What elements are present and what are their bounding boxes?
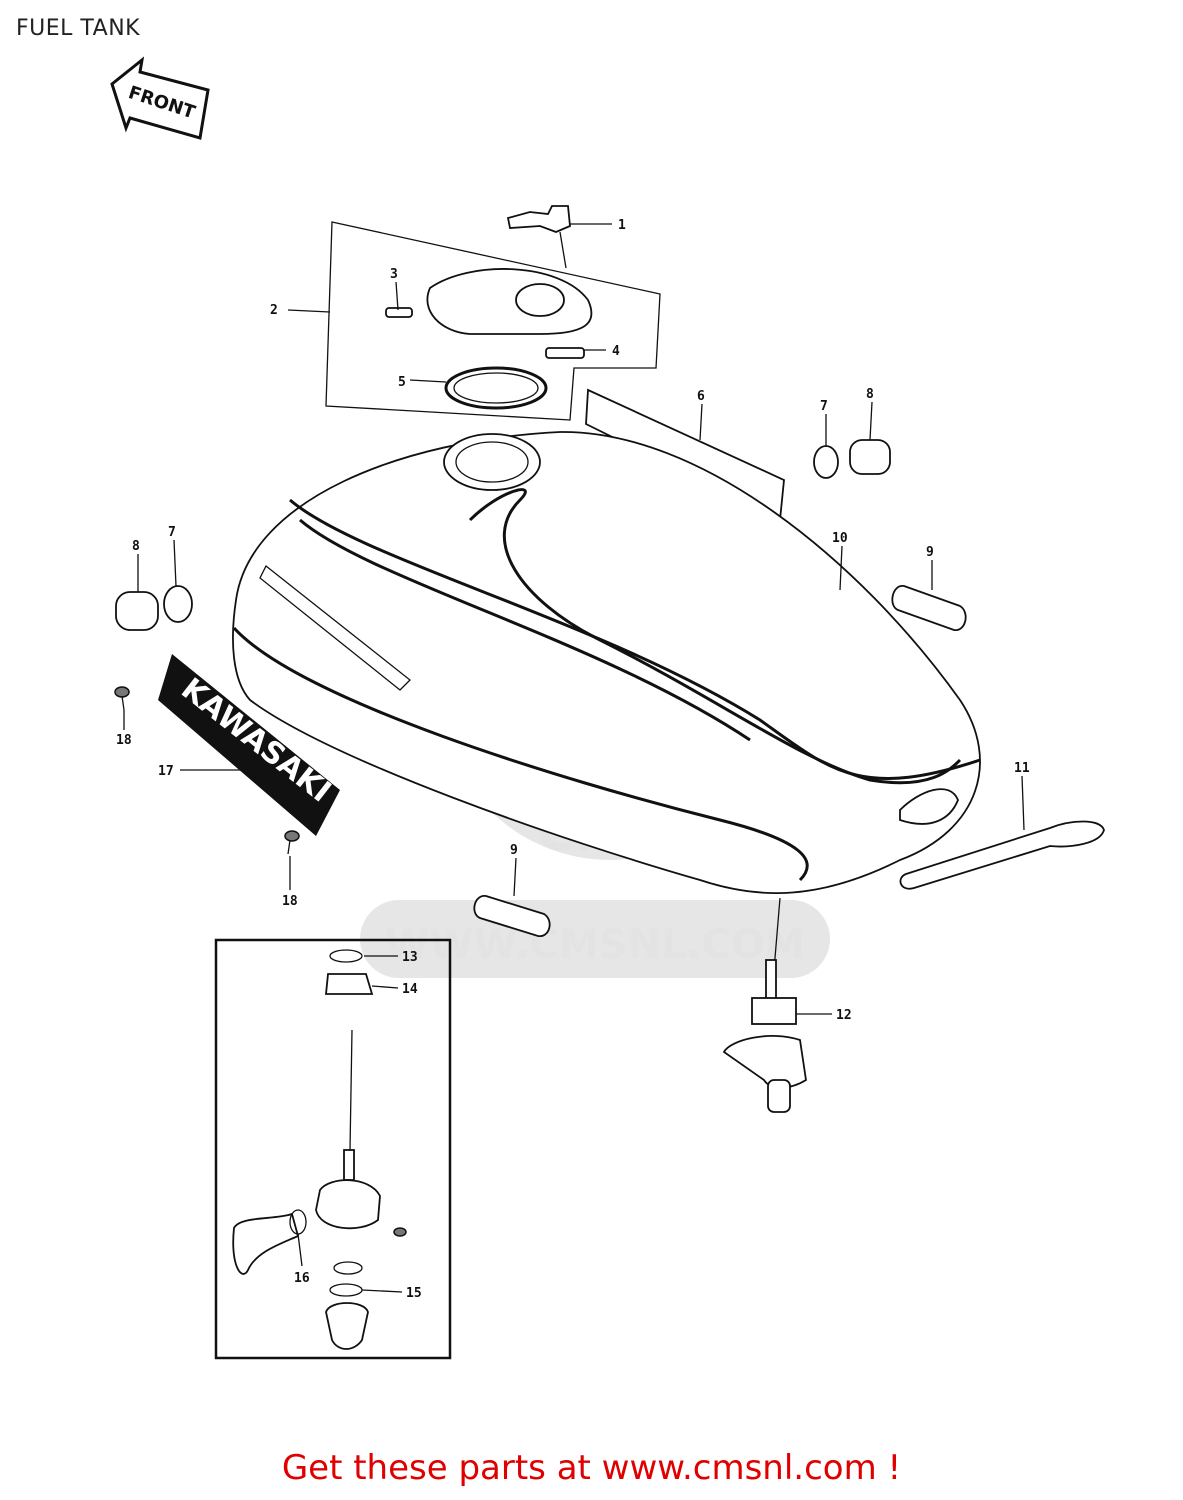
callout-10: 10 xyxy=(832,531,848,546)
callout-18-upper: 18 xyxy=(116,733,132,748)
pin-icon xyxy=(385,307,413,318)
watermark-url: WWW.CMSNL.COM xyxy=(385,922,805,968)
callout-4: 4 xyxy=(612,344,620,359)
callout-18-lower: 18 xyxy=(282,894,298,909)
cushion-right xyxy=(813,439,891,479)
callout-8-left: 8 xyxy=(132,539,140,554)
callout-9-bottom: 9 xyxy=(510,843,518,858)
callout-13: 13 xyxy=(402,950,418,965)
fuel-tank xyxy=(232,431,981,895)
screw-icon xyxy=(545,347,585,359)
parts-diagram: CMS WWW.CMSNL.COM FRONT xyxy=(110,56,1105,1360)
callout-leaders xyxy=(123,223,1025,1293)
callout-numbers: 1 2 3 4 5 6 7 8 7 8 10 9 11 18 17 18 9 1… xyxy=(116,218,1030,1301)
front-arrow-icon: FRONT xyxy=(110,56,210,140)
callout-6: 6 xyxy=(697,389,705,404)
footer-link[interactable]: Get these parts at www.cmsnl.com ! xyxy=(281,1448,902,1488)
filler-cap-assembly xyxy=(325,221,661,421)
inset-box xyxy=(214,938,452,1360)
callout-2: 2 xyxy=(270,303,278,318)
fuel-tap-exploded xyxy=(232,949,407,1350)
fuel-tap xyxy=(722,897,807,1113)
key-icon xyxy=(506,205,571,269)
grommet-bottom xyxy=(473,895,551,937)
callout-3: 3 xyxy=(390,267,398,282)
cushion-left xyxy=(115,585,193,631)
callout-1: 1 xyxy=(618,218,626,233)
screw-icon-lower xyxy=(284,830,300,855)
callout-7-left: 7 xyxy=(168,525,176,540)
tank-stay xyxy=(899,820,1105,890)
callout-14: 14 xyxy=(402,982,418,997)
callout-7-right: 7 xyxy=(820,399,828,414)
page-title: FUEL TANK xyxy=(16,16,141,41)
callout-12: 12 xyxy=(836,1008,852,1023)
gasket-icon xyxy=(444,366,548,410)
callout-9-right: 9 xyxy=(926,545,934,560)
callout-17: 17 xyxy=(158,764,174,779)
grommet-right xyxy=(891,585,967,631)
screw-icon-upper xyxy=(114,686,130,711)
callout-5: 5 xyxy=(398,375,406,390)
callout-11: 11 xyxy=(1014,761,1030,776)
callout-15: 15 xyxy=(406,1286,422,1301)
callout-16: 16 xyxy=(294,1271,310,1286)
callout-8-right: 8 xyxy=(866,387,874,402)
